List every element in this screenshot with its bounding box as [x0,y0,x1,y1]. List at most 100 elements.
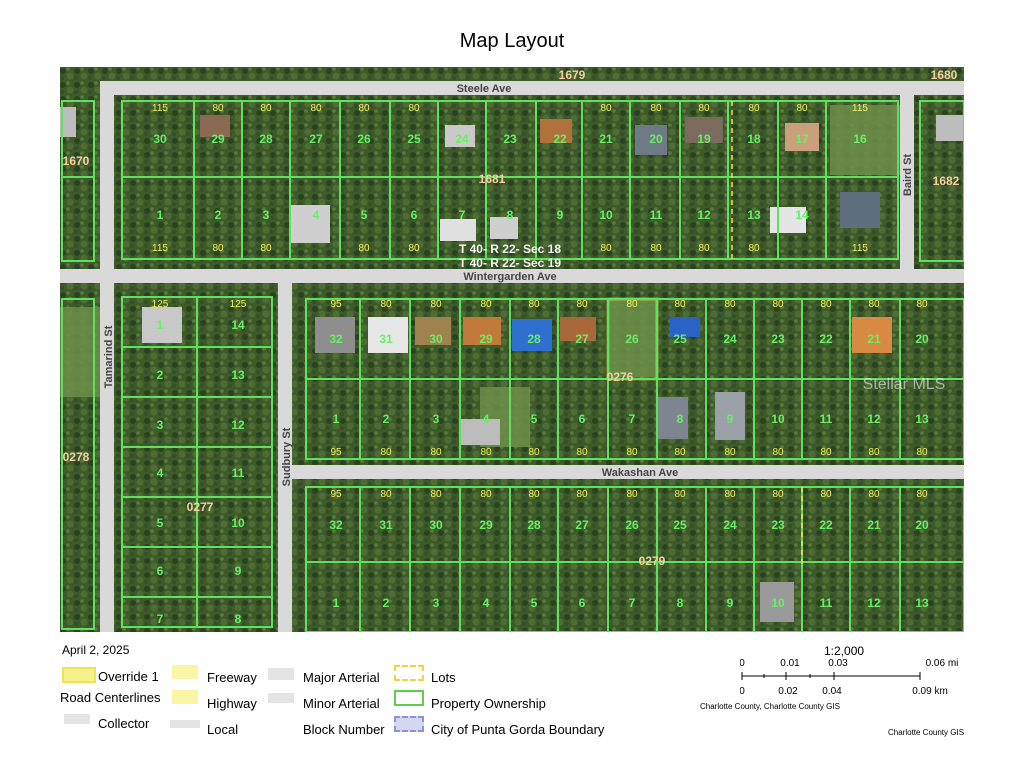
svg-text:28: 28 [527,518,541,532]
svg-text:25: 25 [407,132,421,146]
svg-text:80: 80 [868,447,880,458]
page-title: Map Layout [459,30,565,52]
block-number-1682: 1682 [933,174,960,188]
svg-text:11: 11 [232,466,245,480]
svg-text:80: 80 [380,299,392,310]
svg-text:1: 1 [333,596,340,610]
svg-text:6: 6 [579,412,586,426]
svg-text:4: 4 [313,208,320,222]
svg-text:4: 4 [483,412,490,426]
svg-text:80: 80 [212,243,224,254]
svg-text:4: 4 [157,466,164,480]
legend-minor-arterial: Minor Arterial [303,696,380,711]
street-label-tamarind: Tamarind St [103,325,115,388]
svg-text:2: 2 [157,368,164,382]
svg-text:27: 27 [309,132,323,146]
svg-text:80: 80 [380,489,392,500]
svg-text:13: 13 [915,412,929,426]
svg-text:80: 80 [408,103,420,114]
lawn-patches [60,105,900,447]
svg-text:80: 80 [430,447,442,458]
legend-freeway: Freeway [207,670,257,685]
svg-text:80: 80 [724,299,736,310]
svg-text:21: 21 [867,518,881,532]
legend-property-ownership: Property Ownership [431,696,546,711]
svg-text:95: 95 [330,489,342,500]
svg-text:80: 80 [820,299,832,310]
block-number-0277: 0277 [187,500,214,514]
svg-text:30: 30 [153,132,167,146]
map-credit: Charlotte County GIS [888,728,965,737]
svg-text:80: 80 [772,299,784,310]
svg-text:80: 80 [212,103,224,114]
svg-text:80: 80 [430,489,442,500]
svg-text:125: 125 [152,299,169,310]
svg-text:11: 11 [650,208,663,222]
svg-text:80: 80 [698,243,710,254]
svg-text:80: 80 [868,489,880,500]
section-label-19: T 40- R 22- Sec 19 [459,256,561,270]
legend-major-arterial: Major Arterial [303,670,380,685]
svg-text:21: 21 [599,132,613,146]
svg-text:80: 80 [626,489,638,500]
houses [60,107,964,622]
lot-lines [731,101,803,567]
svg-text:22: 22 [819,518,833,532]
sudbury-st-road [278,277,292,632]
svg-text:9: 9 [557,208,564,222]
svg-text:22: 22 [819,332,833,346]
svg-text:80: 80 [626,447,638,458]
svg-text:22: 22 [553,132,567,146]
scale-bar-graphic: 0 0.01 0.03 0.06 mi 0 0.02 0.04 0.09 km [739,658,958,697]
svg-text:11: 11 [820,412,833,426]
minor-arterial-swatch [268,693,294,703]
freeway-swatch [172,665,198,679]
street-label-baird: Baird St [902,154,914,197]
svg-text:23: 23 [771,332,785,346]
scale-ratio: 1:2,000 [824,644,865,658]
svg-text:28: 28 [527,332,541,346]
block-number-0276: 0276 [607,370,634,384]
svg-text:80: 80 [916,299,928,310]
svg-text:80: 80 [674,299,686,310]
baird-st-road [900,95,914,275]
svg-text:80: 80 [480,299,492,310]
svg-text:17: 17 [795,132,809,146]
svg-text:6: 6 [157,564,164,578]
svg-text:7: 7 [459,208,466,222]
svg-text:95: 95 [330,447,342,458]
svg-text:23: 23 [771,518,785,532]
legend-collector: Collector [98,716,150,731]
svg-text:14: 14 [795,208,809,222]
svg-text:30: 30 [429,518,443,532]
svg-text:1: 1 [157,208,164,222]
map-date: April 2, 2025 [62,643,130,657]
block-number-1679: 1679 [559,68,586,82]
svg-text:80: 80 [408,243,420,254]
block-number-1680: 1680 [931,68,958,82]
svg-text:1: 1 [333,412,340,426]
svg-text:5: 5 [157,516,164,530]
svg-text:80: 80 [576,489,588,500]
svg-text:24: 24 [455,132,469,146]
section-labels: T 40- R 22- Sec 18 T 40- R 22- Sec 19 [459,242,561,270]
legend-city-boundary: City of Punta Gorda Boundary [431,722,605,737]
block-numbers: 1679 1680 1670 1681 1682 0276 0278 0277 … [63,68,960,568]
svg-text:80: 80 [820,489,832,500]
scale-mi-tick-1: 0.01 [780,658,800,669]
svg-text:80: 80 [674,489,686,500]
block-number-1681: 1681 [479,172,506,186]
svg-text:5: 5 [531,596,538,610]
svg-text:3: 3 [433,412,440,426]
svg-text:23: 23 [503,132,517,146]
svg-text:80: 80 [480,447,492,458]
svg-text:80: 80 [260,103,272,114]
street-label-wintergarden: Wintergarden Ave [463,271,556,283]
svg-text:8: 8 [235,612,242,626]
svg-text:10: 10 [231,516,245,530]
street-labels: Steele Ave Wintergarden Ave Wakashan Ave… [103,83,914,486]
svg-text:115: 115 [152,243,168,254]
svg-text:10: 10 [599,208,613,222]
svg-text:12: 12 [231,418,245,432]
